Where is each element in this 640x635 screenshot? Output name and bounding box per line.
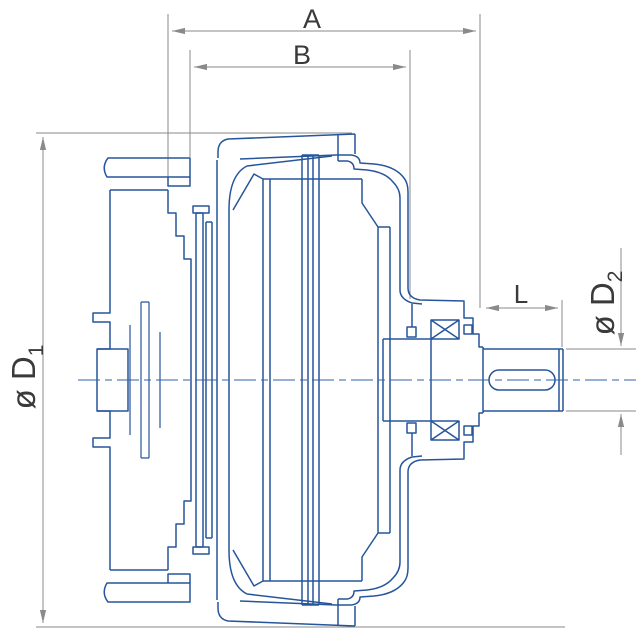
brake-cover-step bbox=[167, 177, 191, 187]
shaft-end-face bbox=[558, 348, 564, 380]
dimension-d2: ø D2 bbox=[566, 248, 636, 455]
brake-inner-plate bbox=[140, 301, 150, 380]
housing-cover-plate bbox=[217, 133, 356, 161]
brake-housing-left bbox=[92, 190, 111, 380]
tie-bolts bbox=[301, 154, 320, 380]
brake-hub bbox=[97, 348, 129, 380]
stator-core bbox=[262, 178, 391, 380]
rotor-shaft bbox=[382, 338, 431, 380]
brake-plate-cap bbox=[192, 205, 210, 214]
brake-disc-staircase bbox=[167, 190, 192, 380]
dim-l-label: L bbox=[514, 279, 528, 309]
dimension-l: L bbox=[486, 279, 563, 347]
dim-a-label: A bbox=[303, 4, 321, 34]
dim-d2-label: ø D2 bbox=[584, 271, 627, 336]
bearing-carrier bbox=[406, 304, 417, 338]
housing-inner-contour bbox=[338, 160, 423, 305]
dimension-d1: ø D1 bbox=[5, 132, 565, 628]
housing-inner-curve bbox=[228, 155, 333, 380]
dimension-b: B bbox=[189, 40, 411, 299]
cross-section-upper-half bbox=[92, 133, 564, 380]
dim-d1-label: ø D1 bbox=[5, 345, 48, 410]
dim-b-label: B bbox=[293, 40, 311, 70]
bearing-seal-ring bbox=[463, 324, 473, 335]
housing-outer-contour bbox=[350, 154, 483, 348]
brake-plate-2 bbox=[205, 221, 213, 380]
shaft-shoulder bbox=[482, 347, 559, 380]
housing-inner-slant bbox=[232, 173, 264, 211]
brake-plate-1 bbox=[195, 212, 204, 380]
ball-bearing bbox=[430, 319, 460, 380]
brake-cover-bar bbox=[103, 157, 191, 178]
cross-section-lower-half bbox=[92, 379, 564, 627]
